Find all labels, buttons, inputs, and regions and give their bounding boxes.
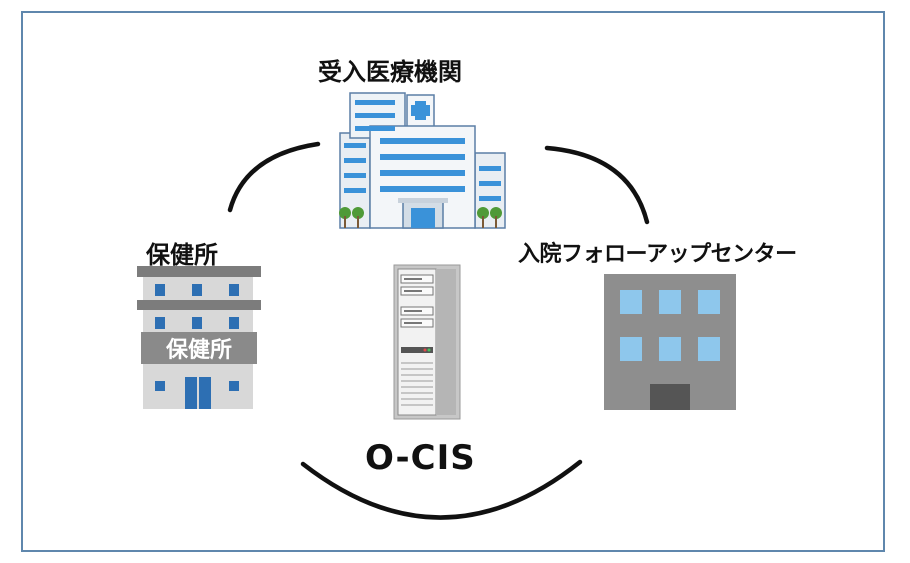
followup-center-label: 入院フォローアップセンター [518,242,797,267]
diagram-frame [21,11,885,552]
arc-health-to-hospital [227,141,321,213]
office-building-icon [604,274,736,410]
health-center-sign: 保健所 [165,337,232,363]
arc-hospital-to-followup [544,145,650,225]
health-center-building-icon: 保健所 [137,266,261,409]
hospital-building-icon [339,92,506,229]
server-tower-icon [393,264,461,420]
arc-bottom-system [300,459,583,520]
hospital-label: 受入医療機関 [318,58,462,86]
ocis-label: O-CIS [365,438,476,478]
health-center-label: 保健所 [146,241,218,269]
